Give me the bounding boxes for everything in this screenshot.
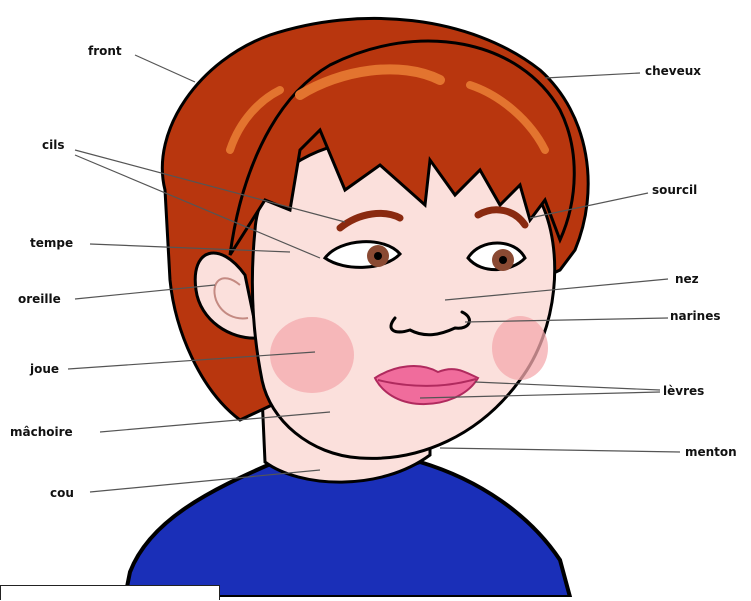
label-cils: cils: [42, 138, 64, 152]
label-machoire: mâchoire: [10, 425, 73, 439]
label-front: front: [88, 44, 122, 58]
label-oreille: oreille: [18, 292, 61, 306]
label-narines: narines: [670, 309, 721, 323]
label-nez: nez: [675, 272, 699, 286]
label-tempe: tempe: [30, 236, 73, 250]
right-cheek: [492, 316, 548, 380]
leader-front: [135, 55, 195, 82]
label-levres: lèvres: [663, 384, 704, 398]
label-cheveux: cheveux: [645, 64, 701, 78]
left-cheek: [270, 317, 354, 393]
label-menton: menton: [685, 445, 737, 459]
leader-menton: [440, 448, 680, 452]
label-joue: joue: [30, 362, 59, 376]
empty-caption-box: [0, 585, 220, 600]
label-sourcil: sourcil: [652, 183, 697, 197]
leader-cheveux: [545, 73, 640, 78]
label-cou: cou: [50, 486, 74, 500]
